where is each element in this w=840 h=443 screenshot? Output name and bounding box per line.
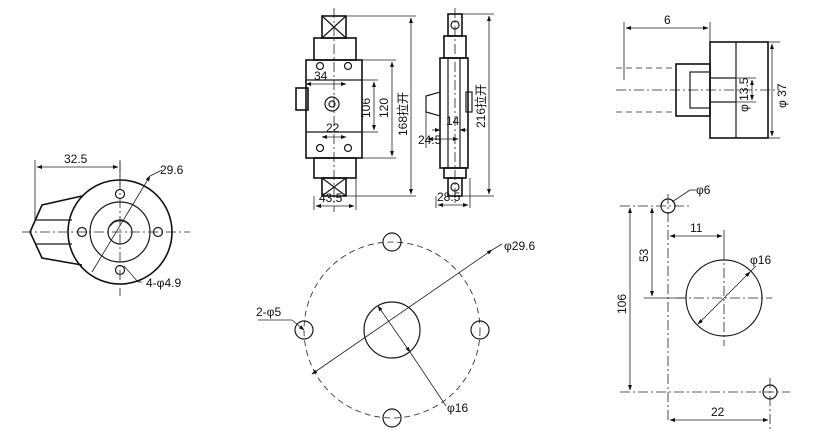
dim-right-13-5: φ 13.5: [737, 77, 751, 112]
center-cutout-template: φ29.6 φ16 2-φ5: [256, 232, 535, 428]
center-side-view: 14 24.5 28.5 216拉开: [418, 8, 494, 208]
dim-right-37: φ 37: [775, 83, 789, 108]
side-body: [439, 57, 469, 169]
dim-front-bottom-width: 43.5: [319, 191, 343, 205]
dim-side-216: 216拉开: [473, 84, 488, 128]
dim-template-center: φ16: [447, 401, 468, 415]
dim-template-holes: 2-φ5: [256, 305, 281, 319]
dim-front-slot: 22: [326, 121, 340, 135]
dim-left-pcd: 29.6: [160, 163, 184, 177]
dim-left-holes: 4-φ4.9: [146, 276, 181, 290]
center-front-view: 34 22 43.5 106 120 168拉开: [295, 8, 416, 212]
dim-right-22: 22: [711, 405, 725, 419]
dim-right-center: φ16: [750, 253, 771, 267]
dim-right-6: 6: [664, 13, 671, 27]
dim-right-106: 106: [615, 294, 629, 314]
template-hole-bottom: [382, 408, 402, 428]
dim-right-53: 53: [637, 248, 651, 262]
dim-left-width: 32.5: [64, 152, 88, 166]
dim-side-14: 14: [446, 114, 460, 128]
left-top-view: 32.5 29.6 4-φ4.9: [22, 152, 190, 296]
dim-template-pcd: φ29.6: [504, 239, 535, 253]
dim-front-168: 168拉开: [395, 92, 410, 136]
pcd-circle: [303, 241, 481, 419]
dim-right-hole: φ6: [696, 183, 711, 197]
dim-side-28-5: 28.5: [437, 190, 461, 204]
right-cutout-template: φ6 11 φ16 53 106 22: [615, 183, 790, 430]
dim-front-106: 106: [359, 98, 373, 118]
dim-right-11: 11: [690, 221, 703, 235]
dim-front-120: 120: [377, 98, 391, 118]
dim-side-24-5: 24.5: [418, 133, 442, 147]
center-cutout: [363, 301, 421, 359]
right-side-view: 6 φ 13.5 φ 37: [616, 13, 789, 139]
dim-front-top-width: 34: [314, 69, 328, 83]
